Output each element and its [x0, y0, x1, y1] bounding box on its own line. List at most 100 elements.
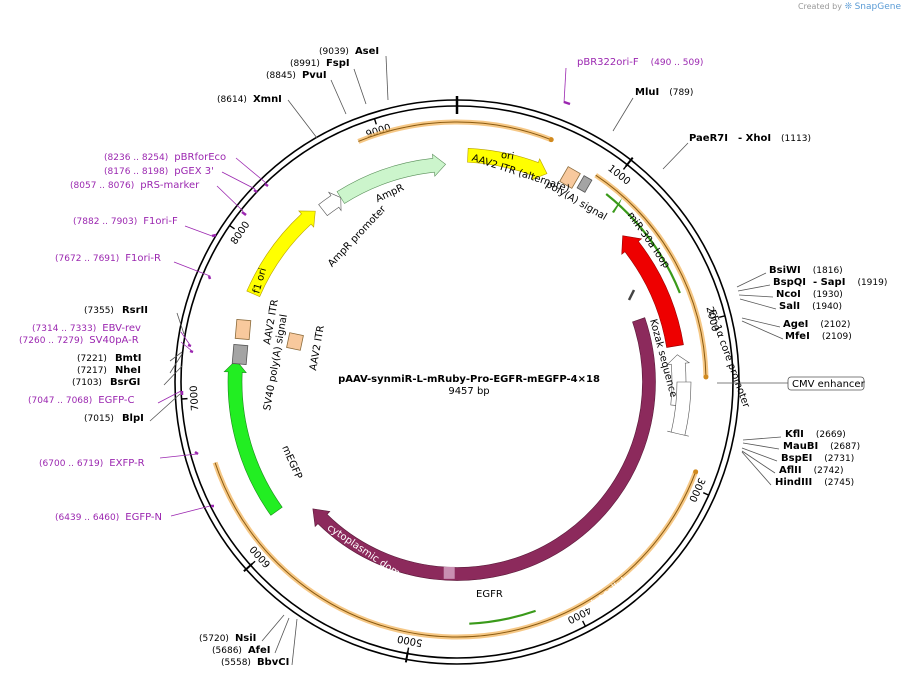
leader-line — [176, 312, 185, 335]
leader-line — [563, 67, 567, 104]
site-bspqi[interactable]: BspQI- SapI(1919) — [773, 277, 887, 288]
label-cytoplasmic: cytoplasmic domain — [325, 522, 415, 587]
primer-f1orir[interactable]: (7672 .. 7691)F1ori-R — [55, 253, 161, 264]
sv40polya-box[interactable] — [231, 343, 249, 366]
site-sali[interactable]: SalI(1940) — [779, 301, 842, 312]
site-hindiii[interactable]: HindIII(2745) — [775, 477, 854, 488]
ampr-promoter-feature[interactable] — [318, 191, 342, 217]
site-kfli[interactable]: KflI(2669) — [785, 429, 846, 440]
label-ampr-promoter: AmpR promoter — [326, 203, 389, 269]
site-bbvci[interactable]: (5558)BbvCI — [221, 657, 289, 668]
ampr-feature[interactable] — [336, 153, 447, 204]
leader-line — [184, 225, 213, 237]
mruby-orf-line — [605, 193, 681, 294]
site-nsii[interactable]: (5720)NsiI — [199, 633, 256, 644]
cmv-label-box — [787, 376, 865, 391]
tick-label: 5000 — [396, 633, 423, 648]
leader-line — [742, 436, 782, 441]
site-bspei[interactable]: BspEI(2731) — [781, 453, 854, 464]
leader-line — [739, 298, 777, 310]
site-bsrgi[interactable]: (7103)BsrGI — [72, 377, 140, 388]
f1ori-feature[interactable] — [246, 210, 316, 298]
leader-lines — [149, 55, 784, 666]
site-bsiwi[interactable]: BsiWI(1816) — [769, 265, 843, 276]
leader-line — [741, 317, 781, 328]
tick-label: 8000 — [229, 220, 252, 247]
leader-line — [221, 171, 256, 190]
primer-mark — [241, 211, 247, 216]
orf-arcs — [212, 119, 709, 640]
leader-line — [163, 365, 183, 386]
site-paer7i[interactable]: PaeR7I- XhoI(1113) — [689, 133, 811, 144]
cmv-feature[interactable] — [667, 381, 692, 437]
leader-line — [149, 393, 181, 422]
primer-pbr322ori[interactable]: pBR322ori-F(490 .. 509) — [577, 57, 703, 68]
kozak-mark[interactable] — [627, 289, 636, 301]
primer-mark — [189, 349, 194, 354]
aav2itr-box-1[interactable] — [234, 318, 252, 341]
site-blpi[interactable]: (7015)BlpI — [84, 413, 144, 424]
polya-signal-box[interactable] — [576, 175, 593, 193]
egfr-orf-line — [469, 609, 536, 625]
label-megfp: mEGFP — [279, 444, 304, 481]
site-afei[interactable]: (5686)AfeI — [212, 645, 271, 656]
leader-line — [180, 341, 193, 352]
leader-line — [274, 617, 290, 654]
ori-feature[interactable] — [467, 147, 548, 180]
leader-line — [741, 447, 778, 462]
primer-f1orif[interactable]: (7882 .. 7903)F1ori-F — [73, 216, 178, 227]
primer-mark — [211, 233, 217, 238]
orf-arrowhead — [548, 137, 554, 143]
leader-line — [662, 142, 689, 170]
site-asei[interactable]: (9039)AseI — [319, 46, 379, 57]
leader-line — [738, 294, 774, 298]
site-xmni[interactable]: (8614)XmnI — [217, 94, 282, 105]
credit-prefix: Created by — [797, 2, 842, 11]
leader-line — [385, 55, 389, 101]
site-aflii[interactable]: AflII(2742) — [779, 465, 844, 476]
label-ef1a: EF-1α core promoter — [706, 309, 752, 410]
site-ncoi[interactable]: NcoI(1930) — [776, 289, 843, 300]
primer-pgex3[interactable]: (8176 .. 8198)pGEX 3' — [104, 166, 214, 177]
orf-line — [214, 462, 697, 638]
site-rsrii[interactable]: (7355)RsrII — [84, 305, 148, 316]
backbone-mark — [404, 651, 409, 663]
site-maubi[interactable]: MauBI(2687) — [783, 441, 860, 452]
site-mlui[interactable]: MluI(789) — [635, 87, 693, 98]
leader-line — [737, 284, 771, 292]
site-bmti[interactable]: (7221)BmtI — [77, 353, 141, 364]
egfr-feature[interactable] — [312, 317, 656, 581]
tick-label: 7000 — [189, 385, 202, 411]
primer-ebvrev[interactable]: (7314 .. 7333)EBV-rev — [32, 323, 141, 334]
primer-prsmarker[interactable]: (8057 .. 8076)pRS-marker — [70, 180, 200, 191]
primer-pbrforeco[interactable]: (8236 .. 8254)pBRforEco — [104, 152, 226, 163]
primer-sv40par[interactable]: (7260 .. 7279)SV40pA-R — [19, 335, 139, 346]
site-fspi[interactable]: (8991)FspI — [290, 58, 350, 69]
leader-line — [330, 79, 347, 115]
label-egfr: EGFR — [476, 589, 503, 600]
orf-line — [358, 121, 552, 142]
primer-egfpn[interactable]: (6439 .. 6460)EGFP-N — [55, 512, 162, 523]
aav2itr-alt-box[interactable] — [559, 166, 581, 189]
primer-egfpc[interactable]: (7047 .. 7068)EGFP-C — [28, 395, 135, 406]
orf-line — [595, 174, 707, 378]
primer-exfpr[interactable]: (6700 .. 6719)EXFP-R — [39, 458, 145, 469]
tick-mark — [718, 315, 726, 318]
aav2itr-box-2[interactable] — [286, 332, 304, 351]
site-pvui[interactable]: (8845)PvuI — [266, 70, 327, 81]
label-ori: ori — [500, 150, 515, 163]
mruby3-feature[interactable] — [621, 235, 684, 348]
backbone-mark — [243, 563, 253, 572]
site-mfei[interactable]: MfeI(2109) — [785, 331, 852, 342]
site-nhei[interactable]: (7217)NheI — [77, 365, 141, 376]
label-aav2itr-2: AAV2 ITR — [308, 325, 327, 372]
leader-line — [157, 390, 182, 404]
mir30a-mark[interactable] — [612, 198, 622, 213]
leader-line — [180, 331, 191, 346]
site-agei[interactable]: AgeI(2102) — [783, 319, 850, 330]
credit-brand: SnapGene — [854, 2, 901, 12]
snapgene-credit: Created by ❊ SnapGene — [798, 2, 901, 12]
leader-line — [741, 320, 784, 340]
tick-mark — [373, 118, 377, 125]
plasmid-name: pAAV-synmiR-L-mRuby-Pro-EGFR-mEGFP-4×18 — [338, 374, 600, 385]
